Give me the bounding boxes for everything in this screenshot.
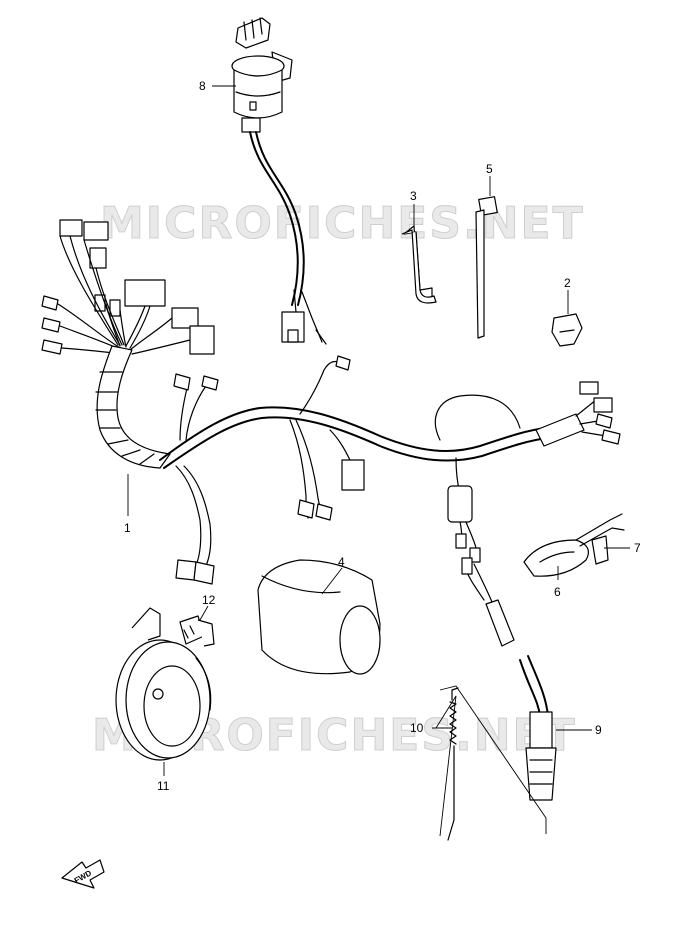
svg-text:11: 11 — [157, 779, 170, 793]
wire-clamp-2 — [551, 313, 583, 347]
bracket-3 — [401, 225, 437, 304]
callout-8: 8 — [199, 79, 236, 93]
neutral-switch-9 — [439, 655, 557, 834]
spring-10 — [435, 687, 459, 841]
ignition-switch — [231, 17, 327, 345]
callout-12: 12 — [199, 593, 216, 621]
callout-3: 3 — [410, 189, 417, 228]
callout-9: 9 — [556, 723, 602, 737]
cushion-7 — [591, 535, 609, 565]
svg-text:7: 7 — [634, 541, 641, 555]
resistor-6 — [523, 513, 625, 577]
main-wiring-harness — [41, 219, 621, 647]
callout-2: 2 — [564, 276, 571, 314]
watermark-top: MICROFICHES.NET — [100, 198, 585, 250]
callout-10: 10 — [410, 721, 452, 735]
svg-text:3: 3 — [410, 189, 417, 203]
bolt-12 — [179, 615, 215, 647]
svg-text:9: 9 — [595, 723, 602, 737]
callout-11: 11 — [157, 762, 170, 793]
callout-1: 1 — [124, 474, 131, 535]
callout-7: 7 — [604, 541, 641, 555]
svg-text:6: 6 — [554, 585, 561, 599]
svg-text:5: 5 — [486, 162, 493, 176]
svg-text:10: 10 — [410, 721, 424, 735]
svg-text:MICROFICHES.NET: MICROFICHES.NET — [100, 198, 585, 249]
cable-tie-5 — [475, 196, 498, 339]
svg-text:8: 8 — [199, 79, 206, 93]
svg-text:1: 1 — [124, 521, 131, 535]
callout-4: 4 — [321, 555, 345, 595]
horn-11 — [115, 607, 212, 761]
fwd-arrow-icon: FWD — [61, 859, 105, 889]
svg-text:4: 4 — [338, 555, 345, 569]
callout-5: 5 — [486, 162, 493, 196]
rubber-sleeve-4 — [257, 559, 381, 675]
svg-text:12: 12 — [202, 593, 216, 607]
callout-6: 6 — [554, 566, 561, 599]
svg-text:2: 2 — [564, 276, 571, 290]
